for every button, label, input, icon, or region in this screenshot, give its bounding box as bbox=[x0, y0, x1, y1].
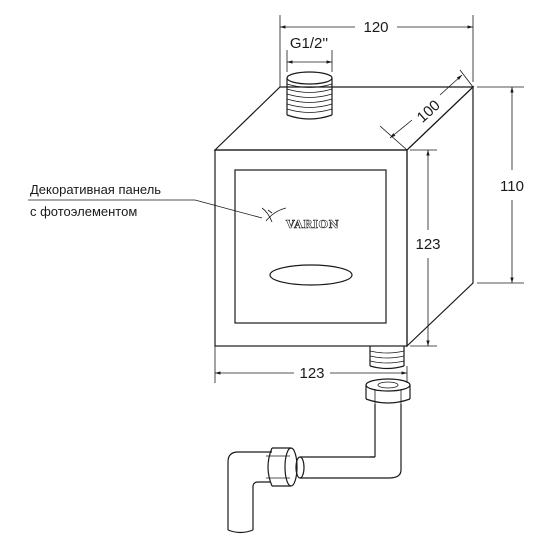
decorative-panel: VARION bbox=[234, 169, 387, 324]
brand-name: VARION bbox=[285, 218, 339, 231]
inlet-thread-fitting bbox=[286, 71, 333, 120]
panel-frame bbox=[234, 169, 387, 324]
photo-sensor-window bbox=[269, 264, 353, 286]
dim-height-right: 110 bbox=[477, 86, 524, 284]
outlet-thread-fitting bbox=[369, 346, 405, 370]
dim-thread: G1/2'' bbox=[286, 35, 333, 72]
dim-thread-label: G1/2'' bbox=[290, 35, 328, 52]
dim-width-top: 120 bbox=[279, 15, 474, 87]
dim-height-front-label: 123 bbox=[415, 236, 440, 253]
dim-height-front: 123 bbox=[410, 149, 441, 347]
box-front-face bbox=[214, 149, 408, 347]
box-side-face bbox=[406, 85, 474, 348]
panel-callout: Декоративная панель с фотоэлементом bbox=[28, 182, 263, 219]
dim-width-top-label: 120 bbox=[363, 19, 388, 36]
varion-logo-icon bbox=[261, 207, 287, 223]
dim-height-right-label: 110 bbox=[500, 178, 524, 195]
dim-depth: 100 bbox=[379, 69, 474, 151]
callout-line2: с фотоэлементом bbox=[30, 204, 137, 219]
dim-width-front-label: 123 bbox=[299, 365, 324, 382]
lower-union-nut bbox=[266, 447, 298, 487]
drain-pipe-assembly bbox=[227, 378, 411, 534]
upper-union-nut bbox=[365, 378, 411, 404]
dim-width-front: 123 bbox=[214, 346, 408, 383]
box-top-face bbox=[213, 86, 475, 151]
callout-line1: Декоративная панель bbox=[30, 182, 161, 197]
dim-depth-label: 100 bbox=[414, 97, 444, 126]
callout-leader bbox=[194, 199, 263, 219]
box-housing bbox=[213, 85, 475, 348]
